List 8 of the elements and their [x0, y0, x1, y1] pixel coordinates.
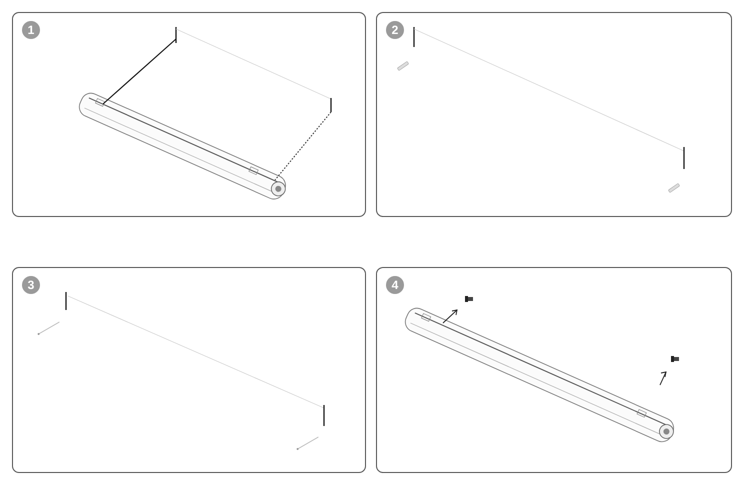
step-number: 3	[22, 276, 40, 294]
step-number: 2	[386, 21, 404, 39]
step-panel	[376, 12, 732, 217]
step-panel	[12, 267, 366, 473]
step-panel	[376, 267, 732, 473]
step-number: 4	[386, 276, 404, 294]
step-number: 1	[22, 21, 40, 39]
step-panel	[12, 12, 366, 217]
